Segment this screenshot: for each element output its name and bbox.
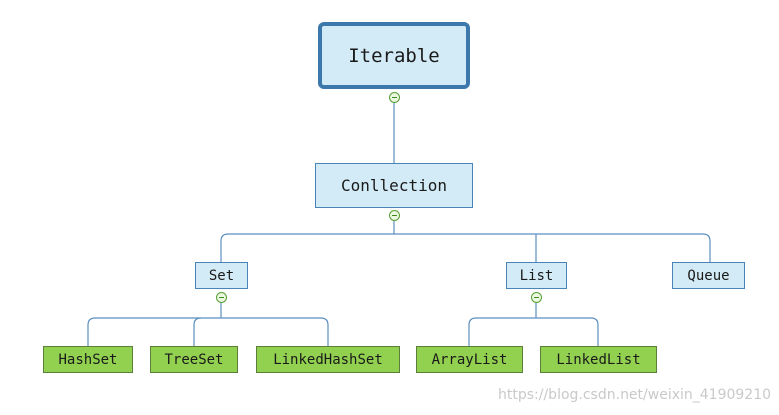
edge-set-hashset [87, 317, 329, 346]
collapse-toggle-iterable[interactable] [389, 92, 400, 103]
hashset-node[interactable]: HashSet [43, 346, 133, 373]
collection-node[interactable]: Conllection [315, 163, 473, 208]
treeset-node[interactable]: TreeSet [150, 346, 238, 373]
linkedlist-node[interactable]: LinkedList [540, 346, 657, 373]
watermark-url: https://blog.csdn.net/weixin_41909210 [498, 387, 772, 403]
edge-list-arraylist [468, 317, 599, 346]
collapse-toggle-list[interactable] [531, 292, 542, 303]
linkedhashset-node[interactable]: LinkedHashSet [256, 346, 400, 373]
arraylist-node[interactable]: ArrayList [416, 346, 523, 373]
queue-node[interactable]: Queue [672, 262, 745, 289]
edge-set-treeset [193, 317, 202, 346]
collapse-toggle-collection[interactable] [389, 210, 400, 221]
collapse-toggle-set[interactable] [216, 292, 227, 303]
set-node[interactable]: Set [195, 262, 248, 289]
list-node[interactable]: List [506, 262, 567, 289]
edge-collection-set [220, 233, 711, 262]
iterable-node[interactable]: Iterable [318, 22, 470, 89]
